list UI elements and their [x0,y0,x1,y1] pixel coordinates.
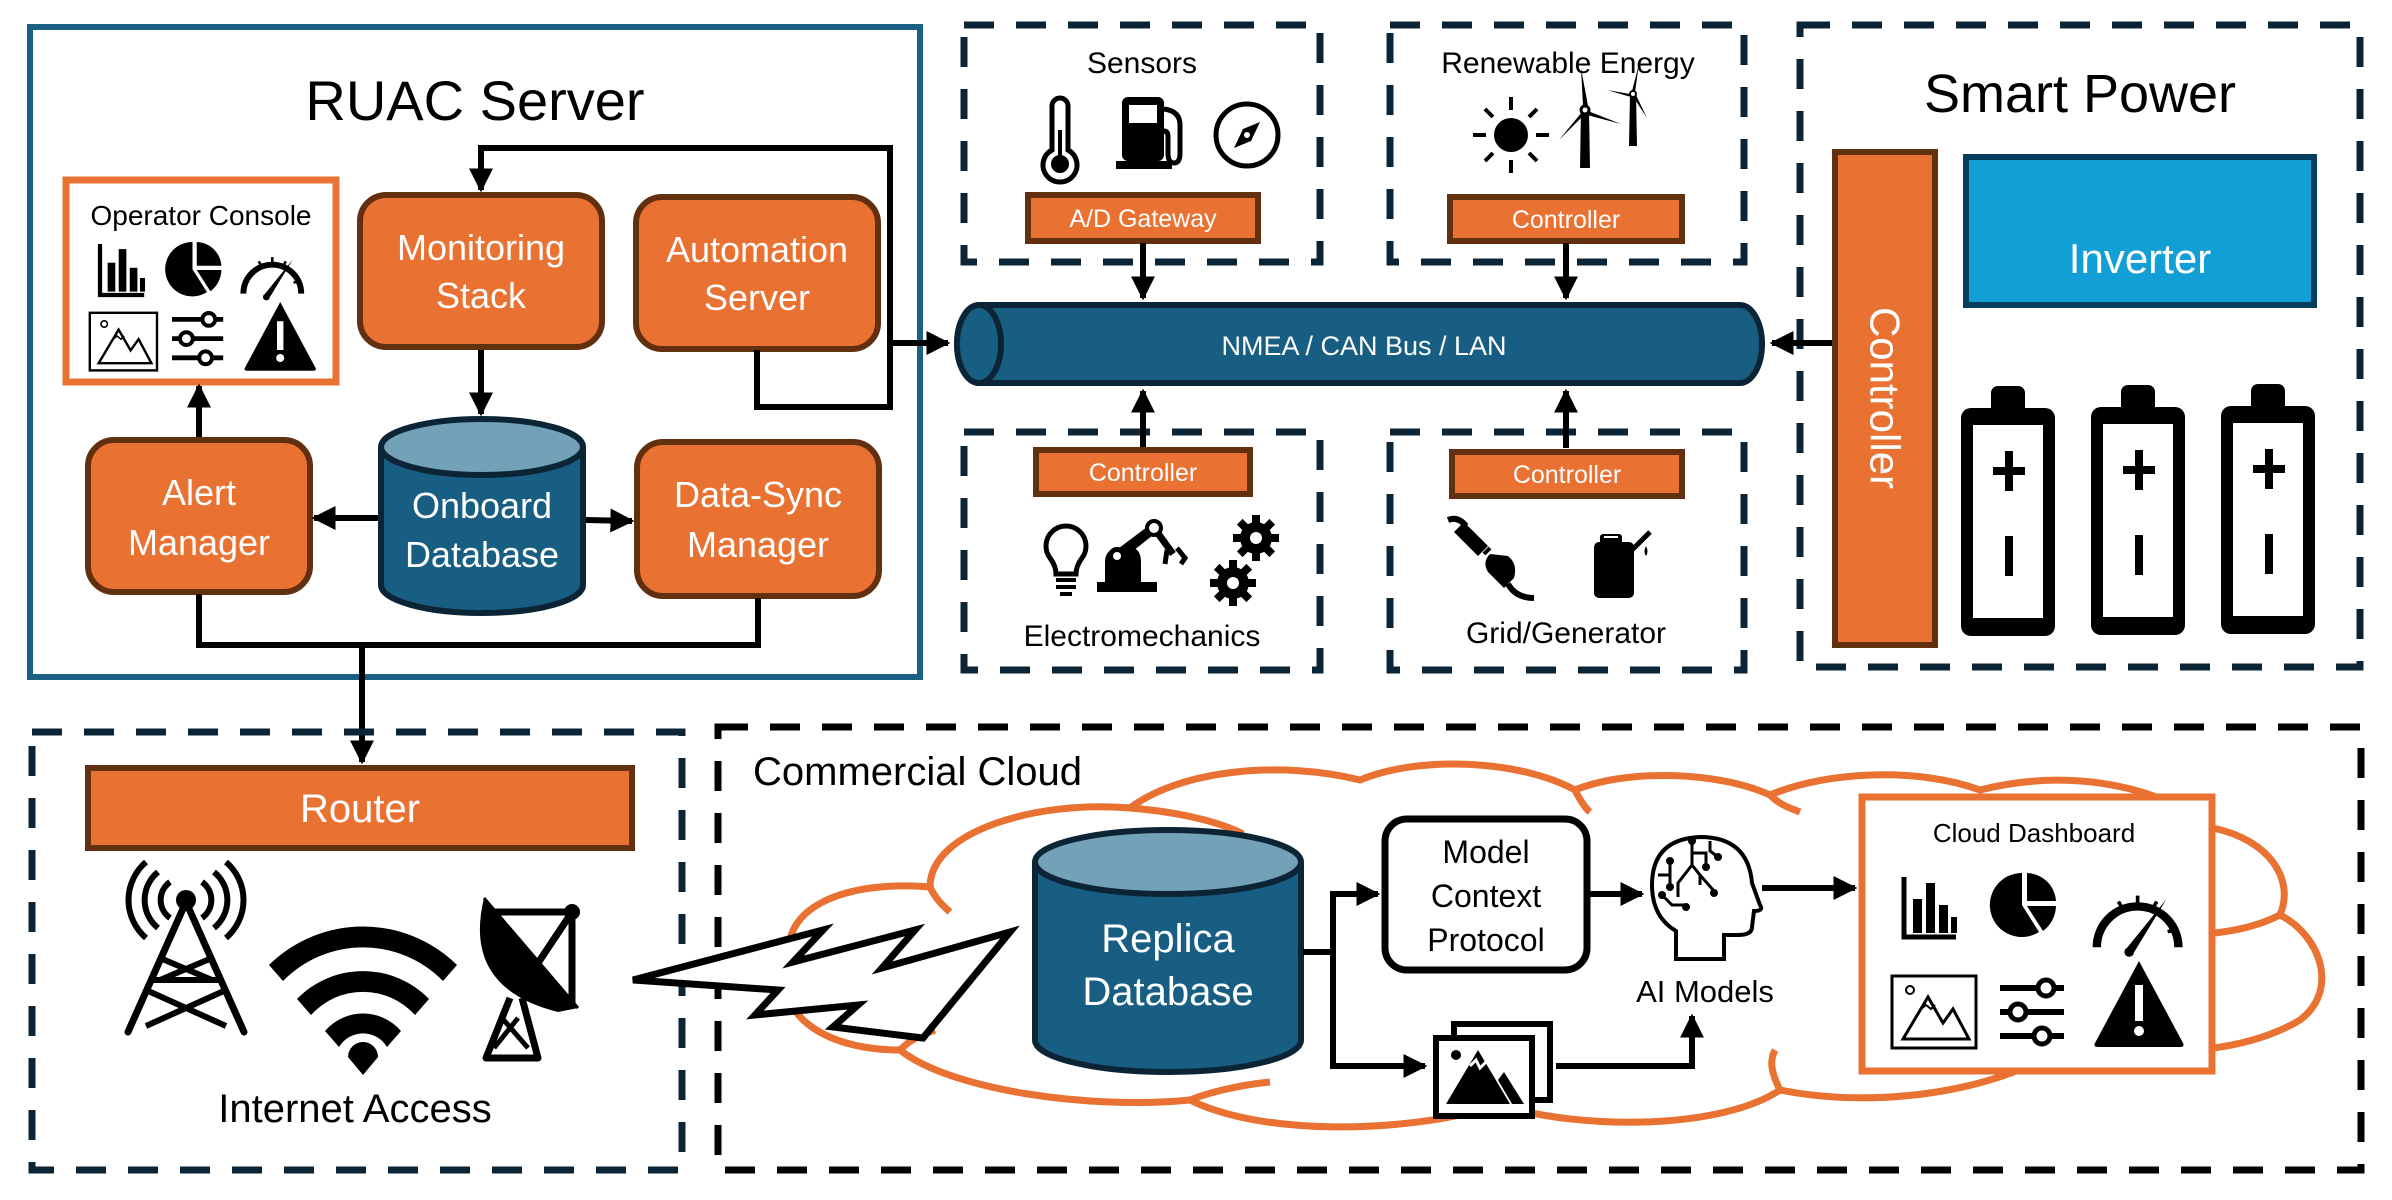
power-plug-icon [1446,515,1535,601]
internet-access-title: Internet Access [218,1087,491,1131]
electromechanics-title: Electromechanics [1024,620,1261,653]
image-icon [1890,974,1978,1050]
communication-bus[interactable]: NMEA / CAN Bus / LAN [954,302,1765,386]
mcp-label-3: Protocol [1427,922,1544,958]
automation-server-label-2: Server [704,277,810,318]
onboard-db-label-2: Database [405,534,559,575]
ruac-server-panel: RUAC Server Operator Console Monitoring … [27,24,951,765]
smart-power-panel: Smart Power Controller Inverter [1769,21,2364,671]
router-label: Router [300,787,420,831]
wind-turbine-icon [1559,64,1647,168]
gears-icon [1210,515,1279,606]
cell-tower-icon [124,859,248,1036]
data-sync-label-1: Data-Sync [674,474,842,515]
fuel-can-icon [1594,530,1652,598]
sun-icon [1473,97,1549,173]
monitoring-stack-label-2: Stack [436,275,527,316]
thermometer-icon [1040,95,1080,185]
replica-db-label-2: Database [1082,970,1253,1014]
onboard-database[interactable]: Onboard Database [378,416,586,616]
smart-power-title: Smart Power [1924,64,2236,124]
operator-console-title: Operator Console [90,200,311,231]
monitoring-stack[interactable]: Monitoring Stack [357,192,605,350]
ai-head-icon [1649,834,1764,961]
bus-label: NMEA / CAN Bus / LAN [1221,331,1506,361]
inverter-label: Inverter [2069,235,2211,282]
light-bulb-icon [1043,523,1089,596]
sensors-title: Sensors [1087,47,1197,80]
grid-generator-panel: Controller Grid/Generator [1386,388,1748,674]
inverter[interactable]: Inverter [1963,154,2317,308]
ruac-connectors [187,145,951,765]
ad-gateway-label: A/D Gateway [1069,205,1217,233]
image-icon [88,311,159,372]
compass-icon [1213,101,1281,169]
ruac-server-title: RUAC Server [305,69,644,132]
smart-power-controller[interactable]: Controller [1832,149,1938,648]
grid-controller-label: Controller [1513,461,1621,489]
sliders-icon [172,313,223,364]
grid-controller[interactable]: Controller [1449,449,1685,499]
battery-icon [1961,386,2055,636]
satellite-dish-icon [479,897,580,1062]
fuel-pump-icon [1116,97,1183,169]
electromechanics-controller-label: Controller [1089,459,1197,487]
renewable-controller[interactable]: Controller [1447,194,1685,244]
alert-manager-label-2: Manager [128,522,270,563]
electromechanics-controller[interactable]: Controller [1033,447,1253,497]
model-context-protocol[interactable]: Model Context Protocol [1381,815,1591,974]
alert-manager-label-1: Alert [162,472,236,513]
renewable-energy-panel: Renewable Energy [1386,21,1748,301]
replica-db-label-1: Replica [1101,917,1235,961]
wireless-link-bolt-icon [632,923,1020,1042]
cloud-connectors [1303,876,1858,1078]
automation-server-label-1: Automation [666,229,848,270]
data-sync-manager[interactable]: Data-Sync Manager [634,439,882,599]
alert-manager[interactable]: Alert Manager [85,437,313,595]
monitoring-stack-label-1: Monitoring [397,227,565,268]
image-dataset-icon [1433,1021,1553,1119]
mcp-label-2: Context [1431,878,1541,914]
router[interactable]: Router [85,765,635,851]
battery-icon [2221,384,2315,634]
battery-icon [2091,385,2185,635]
robot-arm-icon [1097,519,1189,592]
ai-models-label: AI Models [1636,974,1774,1009]
cloud-dashboard-title: Cloud Dashboard [1933,818,2135,848]
mcp-label-1: Model [1442,834,1529,870]
onboard-db-label-1: Onboard [412,485,552,526]
sliders-icon [2000,980,2064,1044]
replica-database[interactable]: Replica Database [1032,827,1304,1075]
cloud-dashboard[interactable]: Cloud Dashboard [1858,793,2216,1075]
data-sync-label-2: Manager [687,524,829,565]
electromechanics-panel: Controller [960,388,1324,674]
automation-server[interactable]: Automation Server [633,194,881,352]
renewable-controller-label: Controller [1512,206,1620,234]
sensors-panel: Sensors A/D Gateway [960,21,1324,301]
commercial-cloud-title: Commercial Cloud [753,750,1082,794]
wifi-icon [269,926,457,1075]
internet-access-panel: Router [28,728,686,1174]
ad-gateway[interactable]: A/D Gateway [1025,192,1261,244]
commercial-cloud-panel: Commercial Cloud Replica Database [632,723,2365,1174]
smart-power-controller-label: Controller [1862,307,1909,489]
grid-generator-title: Grid/Generator [1466,617,1666,650]
renewable-energy-title: Renewable Energy [1441,47,1695,80]
operator-console[interactable]: Operator Console [62,176,340,386]
